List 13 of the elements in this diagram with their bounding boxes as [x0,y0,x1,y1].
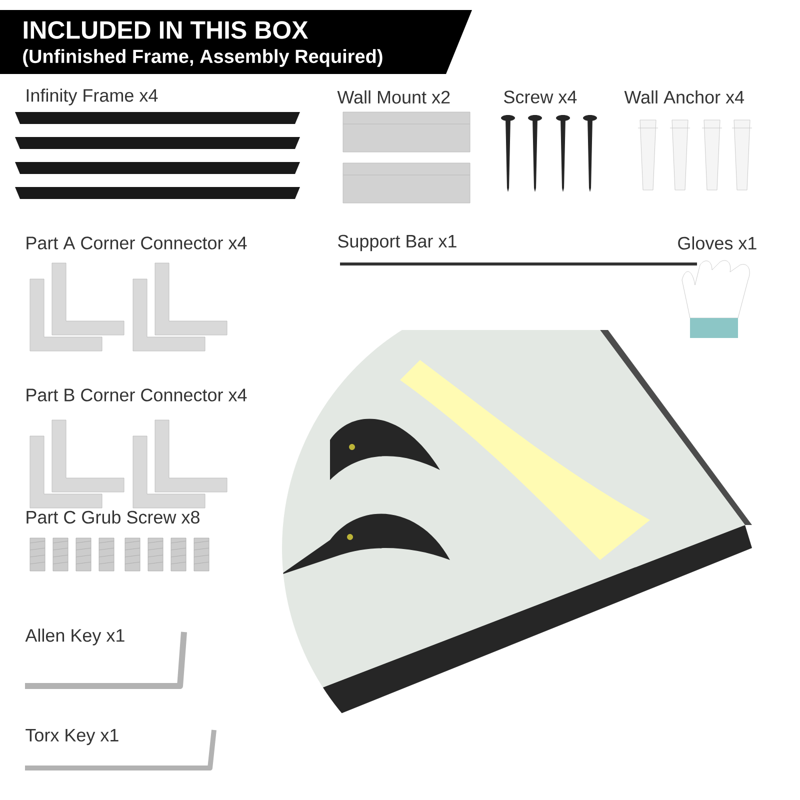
part-label: Gloves x1 [678,236,756,250]
part-label: Allen Key x1 [25,628,124,646]
part-label: Part B Corner Connector x4 [26,388,247,402]
part-label: Torx Key x1 [26,728,118,746]
part-label: Wall Mount x2 [337,90,450,104]
part-label: Part A Corner Connector x4 [26,236,247,250]
part-label: Part C Grub Screw x8 [26,510,200,524]
subtitle: (Unfinished Frame, Assembly Required) [23,49,382,67]
part-label: Screw x4 [504,90,577,104]
part-label: Infinity Frame x4 [26,88,158,106]
title: INCLUDED IN THIS BOX [24,21,308,39]
part-label: Support Bar x1 [338,234,456,252]
part-label: Wall Anchor x4 [624,90,744,104]
